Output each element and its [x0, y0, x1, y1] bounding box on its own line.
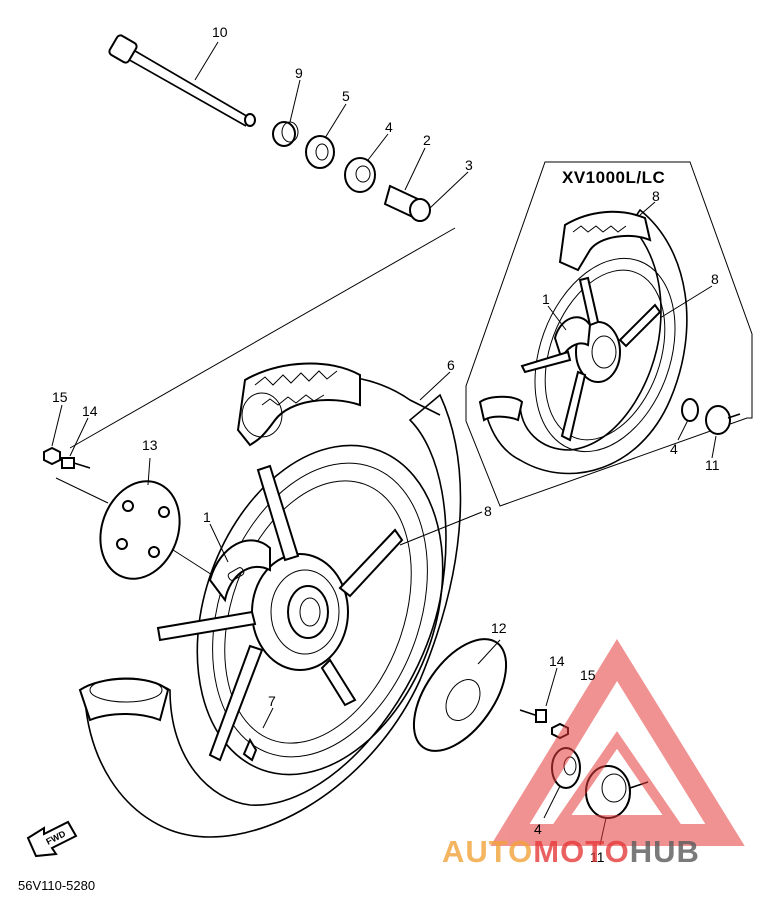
- callout-15a: 15: [52, 389, 68, 405]
- brake-disc-13-part: [99, 457, 181, 580]
- bearing-4-part: [344, 157, 376, 193]
- spacer-2-part: [383, 184, 431, 222]
- callout-7: 7: [268, 693, 276, 709]
- inset-callout-1: 1: [542, 291, 550, 307]
- callout-14b: 14: [549, 653, 565, 669]
- inset-bearing-4-part: [677, 398, 699, 441]
- callout-15b: 15: [580, 667, 596, 683]
- inset-wheel-assembly: [478, 201, 713, 475]
- oil-seal-5-part: [305, 135, 335, 169]
- callout-labels: 10 9 5 4 2 3 6 8 1 7 13 14 15 12 14 15 4…: [52, 24, 720, 865]
- inset-callout-8a: 8: [652, 188, 660, 204]
- leader-lines-main: [209, 371, 483, 729]
- variant-inset-frame: [465, 161, 753, 507]
- inset-callout-11: 11: [705, 457, 720, 473]
- callout-5: 5: [342, 88, 350, 104]
- diagram-code: 56V110-5280: [18, 878, 95, 893]
- watermark-text: AUTOMOTOHUB: [442, 834, 700, 869]
- callout-13: 13: [142, 437, 158, 453]
- callout-4b: 4: [534, 821, 542, 837]
- fwd-arrow-icon: FWD: [26, 820, 78, 858]
- inset-callout-4: 4: [670, 441, 678, 457]
- callout-4: 4: [385, 119, 393, 135]
- nut-15a-part: [43, 404, 63, 466]
- bolt-14b-part: [519, 667, 558, 723]
- main-wheel-assembly: [78, 362, 462, 838]
- callout-2: 2: [423, 132, 431, 148]
- callout-8: 8: [484, 503, 492, 519]
- callout-6: 6: [447, 357, 455, 373]
- axle-part: [108, 34, 256, 127]
- callout-12: 12: [491, 620, 507, 636]
- inset-gear-unit-11-part: [705, 405, 741, 459]
- collar-9-part: [272, 121, 299, 147]
- callout-3: 3: [465, 157, 473, 173]
- callout-11b: 11: [590, 849, 605, 865]
- callout-1: 1: [203, 509, 211, 525]
- automotohub-logo: [490, 638, 745, 846]
- inset-model-label: XV1000L/LC: [562, 168, 665, 187]
- callout-9: 9: [295, 65, 303, 81]
- callout-10: 10: [212, 24, 228, 40]
- callout-14a: 14: [82, 403, 98, 419]
- leader-lines-top: [194, 41, 469, 209]
- watermark-part-3: HUB: [630, 834, 700, 869]
- bolt-14a-part: [61, 417, 91, 469]
- watermark-part-2: MOTO: [533, 834, 629, 869]
- brake-disc-12-part: [412, 638, 508, 752]
- watermark-part-1: AUTO: [442, 834, 533, 869]
- inset-callout-8b: 8: [711, 271, 719, 287]
